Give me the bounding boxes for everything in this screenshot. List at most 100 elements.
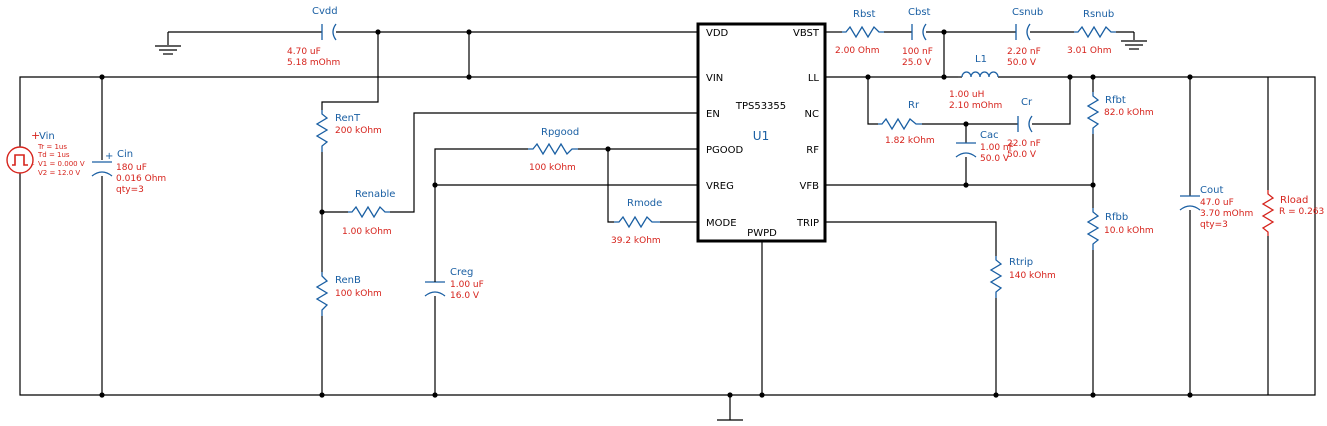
resistor-renable[interactable]: Renable 1.00 kOhm <box>342 189 395 237</box>
cout-value: 47.0 uF <box>1200 198 1234 208</box>
ic-part-label: TPS53355 <box>735 101 786 112</box>
resistor-rent[interactable]: RenT 200 kOhm <box>315 110 382 152</box>
rpgood-value: 100 kOhm <box>529 163 576 173</box>
pin-vbst: VBST <box>793 28 820 39</box>
junction-dot <box>432 392 438 398</box>
junction-dot <box>941 29 947 35</box>
pin-nc: NC <box>805 109 819 120</box>
cr-value: 22.0 nF <box>1007 139 1041 149</box>
creg-voltage: 16.0 V <box>450 291 480 301</box>
capacitor-csnub[interactable]: Csnub 2.20 nF 50.0 V <box>1007 7 1043 68</box>
ground-bus-wire <box>19 76 1316 396</box>
vin-rail-wire <box>19 76 698 147</box>
cr-name: Cr <box>1021 97 1033 108</box>
pin-en: EN <box>706 109 720 120</box>
ground-symbol-cvdd <box>155 45 181 55</box>
wires <box>19 31 1316 420</box>
csnub-voltage: 50.0 V <box>1007 58 1037 68</box>
rpgood-name: Rpgood <box>541 127 579 138</box>
rent-name: RenT <box>335 113 361 124</box>
junction-dot <box>993 392 999 398</box>
rent-value: 200 kOhm <box>335 126 382 136</box>
rbst-name: Rbst <box>853 9 876 20</box>
resistor-rfbb[interactable]: Rfbb 10.0 kOhm <box>1086 208 1154 250</box>
capacitor-cac[interactable]: Cac 1.00 nF 50.0 V <box>955 130 1014 164</box>
rtrip-value: 140 kOhm <box>1009 271 1056 281</box>
junction-dot <box>1067 74 1073 80</box>
resistor-rsnub[interactable]: Rsnub 3.01 Ohm <box>1067 9 1116 56</box>
resistor-rbst[interactable]: Rbst 2.00 Ohm <box>835 9 884 56</box>
rfbb-value: 10.0 kOhm <box>1104 226 1154 236</box>
rtrip-name: Rtrip <box>1009 257 1033 268</box>
junction-dot <box>375 29 381 35</box>
l1-dcr: 2.10 mOhm <box>949 101 1002 111</box>
junction-dot <box>963 121 969 127</box>
cvdd-value: 4.70 uF <box>287 47 321 57</box>
source-minus-sign: – <box>31 160 35 168</box>
cbst-value: 100 nF <box>902 47 933 57</box>
junction-dot <box>1090 182 1096 188</box>
cvdd-name: Cvdd <box>312 6 338 17</box>
pin-pwpd: PWPD <box>747 228 777 239</box>
source-circle <box>6 146 34 174</box>
junction-dot <box>432 182 438 188</box>
junction-dot <box>1187 74 1193 80</box>
pin-vdd: VDD <box>706 28 729 39</box>
capacitor-creg[interactable]: Creg 1.00 uF 16.0 V <box>424 264 484 301</box>
cbst-voltage: 25.0 V <box>902 58 932 68</box>
rmode-left-wire <box>607 149 614 223</box>
junction-dot <box>1187 392 1193 398</box>
capacitor-cbst[interactable]: Cbst 100 nF 25.0 V <box>902 7 933 68</box>
rsnub-value: 3.01 Ohm <box>1067 46 1111 56</box>
ic-u1[interactable]: TPS53355 U1 VDD VIN EN PGOOD VREG MODE V… <box>696 22 827 243</box>
source-name: Vin <box>39 131 55 142</box>
pin-vin: VIN <box>706 73 723 84</box>
renb-value: 100 kOhm <box>335 289 382 299</box>
ic-body <box>696 22 827 243</box>
cin-polarity-mark: + <box>105 151 113 162</box>
source-vin[interactable]: + Vin Tr = 1us Td = 1us – V1 = 0.000 V V… <box>6 129 85 177</box>
pin-mode: MODE <box>706 218 737 229</box>
rent-top-wire <box>321 32 379 110</box>
capacitor-cin[interactable]: + Cin 180 uF 0.016 Ohm qty=3 <box>91 149 166 195</box>
cr-voltage: 50.0 V <box>1007 150 1037 160</box>
junction-dot <box>1090 74 1096 80</box>
ground-symbol-rsnub <box>1121 40 1147 50</box>
capacitor-cout[interactable]: Cout 47.0 uF 3.70 mOhm qty=3 <box>1179 185 1253 230</box>
pulse-wave-icon <box>12 154 28 166</box>
junction-dot <box>99 392 105 398</box>
renable-name: Renable <box>355 189 395 200</box>
rmode-name: Rmode <box>627 198 662 209</box>
resistor-rpgood[interactable]: Rpgood 100 kOhm <box>528 127 579 173</box>
junction-dot <box>963 182 969 188</box>
capacitor-cr[interactable]: Cr 22.0 nF 50.0 V <box>1007 97 1041 160</box>
rr-value: 1.82 kOhm <box>885 136 935 146</box>
resistor-rload[interactable]: Rload R = 0.263 <box>1261 190 1324 236</box>
creg-name: Creg <box>450 267 473 278</box>
capacitor-cvdd[interactable]: Cvdd 4.70 uF 5.18 mOhm <box>287 6 340 68</box>
pin-trip: TRIP <box>796 218 819 229</box>
l1-name: L1 <box>975 54 987 65</box>
source-td: Td = 1us <box>37 151 70 159</box>
trip-wire <box>826 221 997 256</box>
resistor-rfbt[interactable]: Rfbt 82.0 kOhm <box>1086 92 1154 134</box>
junction-dot <box>466 74 472 80</box>
resistor-rr[interactable]: Rr 1.82 kOhm <box>878 100 935 146</box>
source-tr: Tr = 1us <box>37 143 67 151</box>
resistor-renb[interactable]: RenB 100 kOhm <box>315 272 382 316</box>
rload-name: Rload <box>1280 195 1308 206</box>
junction-dot <box>99 74 105 80</box>
en-wire <box>390 112 698 213</box>
source-v1: V1 = 0.000 V <box>38 160 85 168</box>
resistor-rtrip[interactable]: Rtrip 140 kOhm <box>989 256 1056 298</box>
inductor-l1[interactable]: L1 1.00 uH 2.10 mOhm <box>949 54 1002 111</box>
junction-dot <box>319 209 325 215</box>
cbst-name: Cbst <box>908 7 931 18</box>
rload-value: R = 0.263 <box>1279 207 1324 217</box>
rfbb-name: Rfbb <box>1105 212 1128 223</box>
cac-voltage: 50.0 V <box>980 154 1010 164</box>
pin-ll: LL <box>808 73 820 84</box>
resistor-rmode[interactable]: Rmode 39.2 kOhm <box>611 198 662 246</box>
pgood-left-wire <box>434 148 528 264</box>
